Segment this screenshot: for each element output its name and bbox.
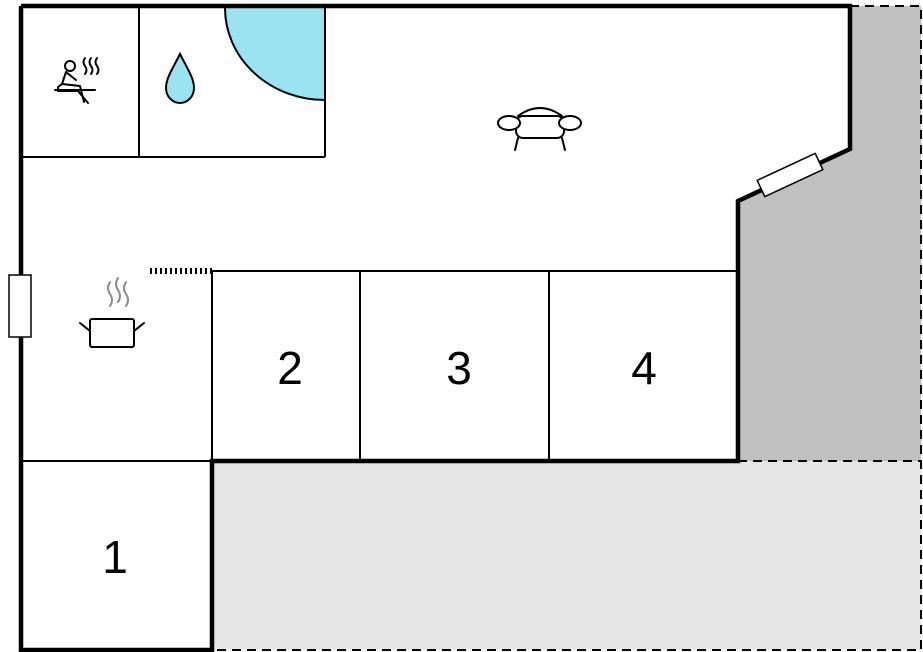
terrace-dashed-border [212,5,922,651]
sauna-icon [54,57,100,104]
open-terrace [212,461,921,650]
shower-area [225,8,325,100]
room-number-4: 4 [631,342,657,394]
window-west [8,274,32,338]
room-number-3: 3 [446,342,472,394]
window-east-diagonal [756,152,824,198]
room-number-2: 2 [277,342,303,394]
covered-terrace [738,6,921,461]
water-drop-icon [164,51,196,104]
room-number-1: 1 [102,531,128,583]
sofa-icon [497,107,582,151]
exterior-wall [18,3,853,652]
shower-outline [224,7,326,101]
cooking-pot-icon [79,277,145,348]
